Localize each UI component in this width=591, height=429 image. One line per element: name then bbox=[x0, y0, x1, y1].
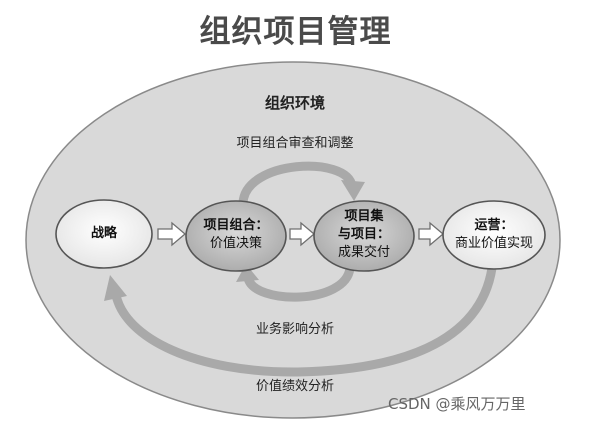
environment-ellipse bbox=[25, 61, 561, 419]
node-strategy-label: 战略 bbox=[90, 226, 117, 241]
node-strategy bbox=[55, 199, 153, 269]
node-programs bbox=[313, 200, 415, 272]
arrow-programs-to-operations bbox=[418, 221, 445, 247]
watermark: CSDN @乘风万万里 bbox=[388, 395, 526, 413]
business-impact-loop bbox=[243, 263, 355, 302]
portfolio-review-label: 项目组合审查和调整 bbox=[236, 136, 354, 151]
node-operations bbox=[442, 200, 546, 270]
business-impact-label: 业务影响分析 bbox=[255, 322, 334, 337]
page-title: 组织项目管理 bbox=[199, 14, 392, 50]
business-impact-arrowhead bbox=[236, 264, 259, 282]
node-portfolio bbox=[185, 200, 287, 272]
value-performance-label: 价值绩效分析 bbox=[255, 379, 334, 394]
portfolio-review-loop bbox=[238, 161, 357, 208]
node-programs-subtitle: 成果交付 bbox=[337, 245, 390, 260]
portfolio-review-arrowhead bbox=[341, 180, 365, 201]
value-performance-arrowhead bbox=[104, 275, 127, 301]
arrow-portfolio-to-programs bbox=[289, 221, 316, 247]
node-portfolio-title: 项目组合： bbox=[203, 218, 269, 233]
node-operations-title: 运营： bbox=[474, 218, 514, 233]
node-operations-text: 运营： 商业价值实现 bbox=[444, 217, 544, 253]
node-programs-title-1: 项目集 bbox=[344, 209, 384, 224]
node-programs-title-2: 与项目： bbox=[337, 227, 390, 242]
arrow-strategy-to-portfolio bbox=[157, 221, 187, 247]
node-programs-text: 项目集 与项目： 成果交付 bbox=[314, 208, 414, 262]
node-operations-subtitle: 商业价值实现 bbox=[454, 236, 533, 251]
value-performance-loop bbox=[111, 263, 497, 377]
node-portfolio-text: 项目组合： 价值决策 bbox=[186, 217, 286, 253]
node-portfolio-subtitle: 价值决策 bbox=[209, 236, 262, 251]
environment-label: 组织环境 bbox=[264, 94, 325, 112]
